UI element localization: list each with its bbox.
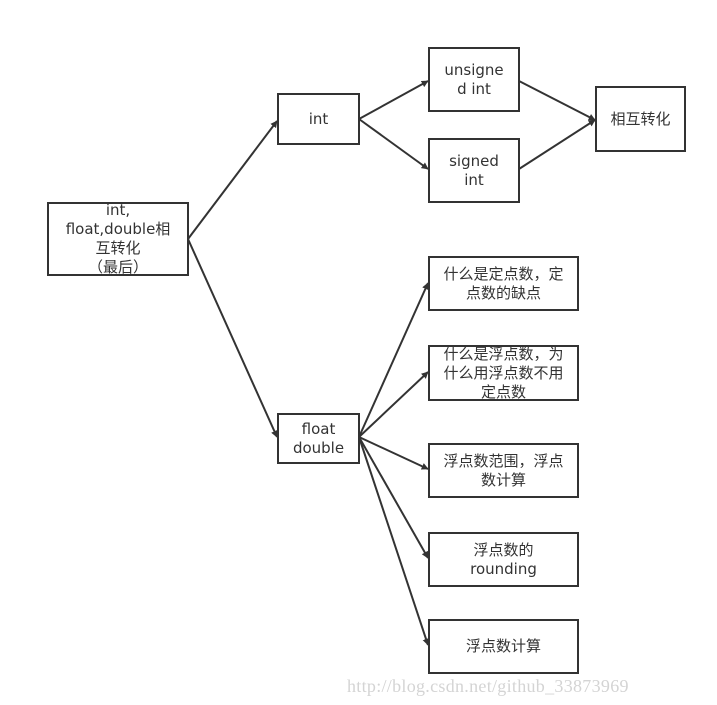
edge-root-to-int bbox=[187, 120, 278, 240]
node-floating-point-label: 什么是浮点数，为 什么用浮点数不用 定点数 bbox=[443, 345, 564, 401]
edge-unsigned-to-mutual bbox=[518, 80, 596, 121]
edge-int-to-signed bbox=[358, 118, 429, 170]
node-float-range: 浮点数范围，浮点 数计算 bbox=[428, 443, 579, 498]
node-fixed-point-label: 什么是定点数，定 点数的缺点 bbox=[443, 264, 564, 302]
node-mutual-conversion: 相互转化 bbox=[595, 86, 686, 152]
edge-root-to-float-double bbox=[187, 238, 278, 438]
edge-int-to-unsigned bbox=[358, 80, 429, 120]
node-float-calc-label: 浮点数计算 bbox=[465, 637, 541, 655]
node-signed-int: signed int bbox=[428, 138, 520, 203]
node-signed-int-label: signed int bbox=[449, 151, 499, 189]
node-int-label: int bbox=[308, 109, 329, 128]
edge-float-to-calc bbox=[358, 436, 430, 646]
node-floating-point: 什么是浮点数，为 什么用浮点数不用 定点数 bbox=[428, 345, 579, 401]
edge-float-to-floating-point bbox=[358, 371, 429, 438]
node-root-label: int, float,double相 互转化 （最后） bbox=[65, 202, 171, 276]
node-unsigned-int: unsigne d int bbox=[428, 47, 520, 112]
node-unsigned-int-label: unsigne d int bbox=[444, 60, 504, 98]
node-int: int bbox=[277, 93, 360, 145]
watermark: http://blog.csdn.net/github_33873969 bbox=[347, 676, 629, 696]
edge-float-to-fixed-point bbox=[358, 282, 429, 438]
node-mutual-conversion-label: 相互转化 bbox=[610, 109, 671, 128]
edge-float-to-range bbox=[358, 436, 429, 470]
node-fixed-point: 什么是定点数，定 点数的缺点 bbox=[428, 256, 579, 311]
node-float-rounding: 浮点数的 rounding bbox=[428, 532, 579, 587]
edge-signed-to-mutual bbox=[518, 119, 596, 170]
node-float-calc: 浮点数计算 bbox=[428, 619, 579, 674]
node-float-double: float double bbox=[277, 413, 360, 464]
node-float-range-label: 浮点数范围，浮点 数计算 bbox=[443, 451, 564, 489]
node-float-rounding-label: 浮点数的 rounding bbox=[470, 540, 537, 578]
node-float-double-label: float double bbox=[292, 419, 345, 457]
node-root: int, float,double相 互转化 （最后） bbox=[47, 202, 189, 276]
edge-float-to-rounding bbox=[358, 436, 429, 559]
